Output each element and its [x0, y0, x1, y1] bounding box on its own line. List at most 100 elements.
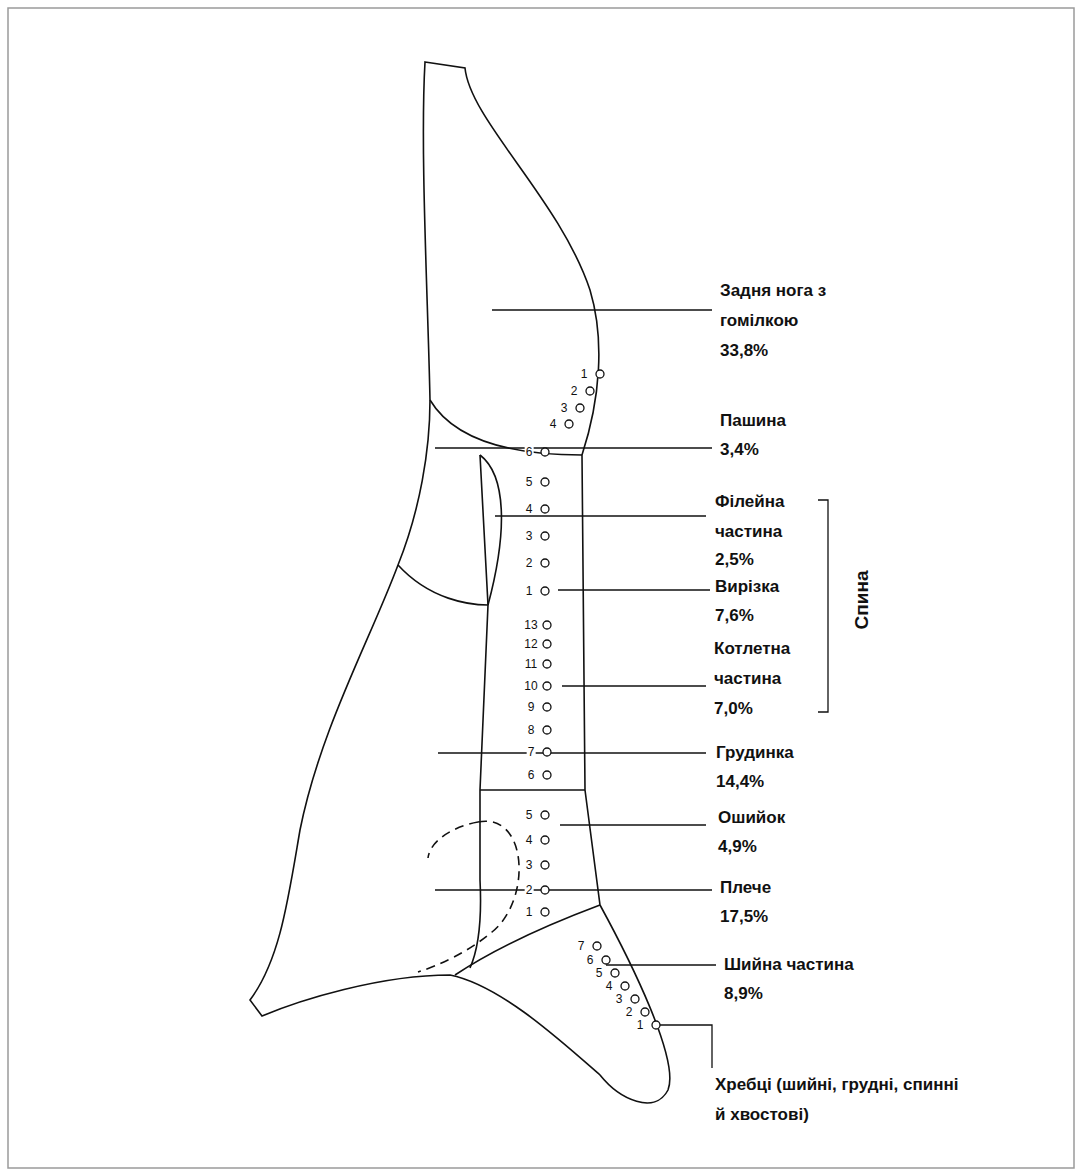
cut-label: Котлетна частина: [714, 634, 814, 694]
flank-boundary: [398, 565, 488, 605]
cut-label: 2,5%: [715, 545, 754, 575]
cut-label: Вирізка: [715, 572, 779, 602]
vertebra-number: 1: [580, 368, 589, 380]
cut-label: Філейна частина: [715, 487, 815, 547]
loin-boundary: [470, 455, 488, 968]
vertebra-circle: [543, 771, 551, 779]
scapula-dashed: [428, 822, 478, 858]
vertebra-number: 6: [527, 769, 536, 781]
leader-line: [495, 515, 706, 516]
cut-label: Шийна частина: [724, 950, 924, 980]
vertebra-circle: [543, 682, 551, 690]
vertebra-circle: [543, 748, 551, 756]
vertebra-circle: [541, 861, 549, 869]
shoulder-boundary: [480, 789, 585, 791]
vertebra-circle: [541, 886, 549, 894]
vertebra-circle: [576, 404, 584, 412]
leader-lines: [435, 310, 828, 1068]
vertebra-circle: [541, 478, 549, 486]
vertebra-number: 1: [525, 906, 534, 918]
vertebra-circle: [541, 811, 549, 819]
vertebra-number: 11: [524, 658, 538, 670]
leader-line: [435, 889, 712, 890]
frame: [8, 8, 1074, 1168]
vertebra-number: 2: [625, 1006, 634, 1018]
cut-label: Хребці (шийні, грудні, спинні й хвостові…: [715, 1070, 965, 1130]
vertebra-number: 4: [605, 980, 614, 992]
vertebra-circle: [541, 505, 549, 513]
vertebra-number: 5: [595, 967, 604, 979]
carcass-contour: [250, 62, 670, 1103]
vertebra-number: 4: [549, 418, 558, 430]
vertebra-circle: [543, 640, 551, 648]
vertebra-circle: [541, 587, 549, 595]
leader-line: [558, 589, 710, 590]
leader-line: [435, 447, 712, 448]
vertebra-circle: [631, 995, 639, 1003]
vertebra-number: 4: [525, 834, 534, 846]
vertebra-circle: [602, 956, 610, 964]
leader-line: [438, 752, 706, 753]
vertebra-number: 2: [525, 557, 534, 569]
cut-label: 4,9%: [718, 832, 757, 862]
vertebra-number: 12: [523, 638, 538, 650]
leader-line: [492, 309, 712, 310]
cut-label: 33,8%: [720, 336, 768, 366]
vertebra-number: 3: [525, 530, 534, 542]
cut-label: Ошийок: [718, 803, 785, 833]
vertebra-number: 3: [615, 993, 624, 1005]
vertebra-circle: [621, 982, 629, 990]
leader-line: [562, 685, 706, 686]
vertebra-circle: [641, 1008, 649, 1016]
cut-label: 7,6%: [715, 601, 754, 631]
vertebra-circle: [543, 703, 551, 711]
cut-label: 7,0%: [714, 694, 753, 724]
vertebra-number: 9: [527, 701, 536, 713]
tenderloin-boundary: [480, 455, 501, 605]
vertebra-circle: [541, 448, 549, 456]
vertebra-circle: [543, 726, 551, 734]
cut-label: Задня нога з гомілкою: [720, 276, 860, 336]
vertebra-number: 1: [636, 1019, 645, 1031]
vertebra-circle: [596, 370, 604, 378]
cut-label: Пашина: [720, 406, 786, 436]
carcass-outline: [250, 62, 670, 1103]
vertebra-circle: [565, 420, 573, 428]
vertebra-number: 5: [525, 476, 534, 488]
cut-label: 17,5%: [720, 902, 768, 932]
leader-line: [606, 964, 716, 965]
leg-boundary: [430, 400, 582, 455]
cut-label: 14,4%: [716, 767, 764, 797]
leader-line: [656, 1025, 712, 1068]
vertebra-circle: [541, 908, 549, 916]
vertebra-number: 1: [525, 585, 534, 597]
group-label: Спина: [851, 571, 873, 630]
vertebra-number: 7: [527, 746, 536, 758]
vertebra-number: 3: [560, 402, 569, 414]
cut-label: Грудинка: [716, 738, 794, 768]
vertebra-number: 13: [523, 619, 538, 631]
vertebra-number: 3: [525, 859, 534, 871]
vertebra-number: 4: [525, 503, 534, 515]
vertebra-circle: [543, 621, 551, 629]
neck-boundary: [455, 905, 600, 975]
vertebra-circle: [541, 836, 549, 844]
vertebra-circles: [541, 370, 660, 1029]
vertebra-number: 7: [577, 940, 586, 952]
cut-label: Плече: [720, 873, 771, 903]
vertebra-number: 6: [586, 954, 595, 966]
vertebra-number: 10: [523, 680, 538, 692]
vertebra-circle: [593, 942, 601, 950]
vertebra-number: 5: [525, 809, 534, 821]
vertebra-circle: [586, 387, 594, 395]
cut-label: 8,9%: [724, 979, 763, 1009]
vertebra-number: 2: [570, 385, 579, 397]
cut-label: 3,4%: [720, 435, 759, 465]
scapula-dashed: [418, 821, 519, 972]
bracket: [818, 500, 828, 712]
vertebra-number: 8: [527, 724, 536, 736]
vertebra-circle: [652, 1021, 660, 1029]
vertebra-circle: [611, 969, 619, 977]
